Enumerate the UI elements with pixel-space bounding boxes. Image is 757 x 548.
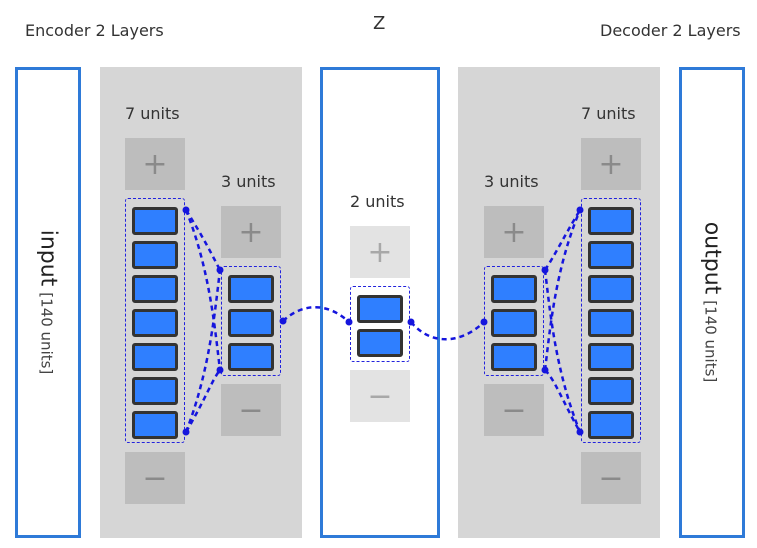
connection-dot: [576, 206, 584, 214]
unit: [357, 295, 403, 323]
unit: [228, 275, 274, 303]
latent-units-label: 2 units: [350, 192, 405, 211]
encoder-layer2-units: [221, 266, 281, 376]
connection-line: [184, 209, 222, 371]
connection-dot: [541, 366, 549, 374]
connection-dot: [216, 366, 224, 374]
unit: [132, 309, 178, 337]
decoder-layer2-units-label: 7 units: [581, 104, 636, 123]
decoder-layer2-add-button[interactable]: +: [581, 138, 641, 190]
latent-add-button[interactable]: +: [350, 226, 410, 278]
unit: [588, 207, 634, 235]
unit: [132, 377, 178, 405]
unit: [132, 343, 178, 371]
connection-line: [184, 209, 222, 271]
input-box: [15, 67, 81, 538]
connection-dot: [480, 318, 488, 326]
connection-dot: [279, 317, 287, 325]
encoder-layer1-units-label: 7 units: [125, 104, 180, 123]
encoder-layer1-remove-button[interactable]: −: [125, 452, 185, 504]
decoder-layer2-remove-button[interactable]: −: [581, 452, 641, 504]
connection-dot: [182, 206, 190, 214]
decoder-layer1-remove-button[interactable]: −: [484, 384, 544, 436]
unit: [228, 343, 274, 371]
decoder-layer1-add-button[interactable]: +: [484, 206, 544, 258]
connection-line: [543, 269, 582, 433]
unit: [357, 329, 403, 357]
connection-line: [410, 321, 485, 341]
unit: [588, 411, 634, 439]
unit: [588, 309, 634, 337]
connection-line: [543, 209, 582, 371]
unit: [491, 275, 537, 303]
unit: [132, 275, 178, 303]
unit: [132, 411, 178, 439]
unit: [491, 343, 537, 371]
connection-line: [184, 369, 221, 433]
connection-dot: [345, 318, 353, 326]
decoder-title: Decoder 2 Layers: [600, 21, 741, 40]
connection-dot: [216, 266, 224, 274]
unit: [588, 241, 634, 269]
encoder-title: Encoder 2 Layers: [25, 21, 164, 40]
decoder-layer1-units-label: 3 units: [484, 172, 539, 191]
unit: [228, 309, 274, 337]
unit: [491, 309, 537, 337]
connection-dot: [407, 318, 415, 326]
decoder-layer2-units: [581, 198, 641, 443]
unit: [132, 241, 178, 269]
connection-line: [184, 269, 222, 433]
unit: [588, 275, 634, 303]
connection-line: [543, 209, 582, 271]
output-box: [679, 67, 745, 538]
encoder-layer2-remove-button[interactable]: −: [221, 384, 281, 436]
encoder-layer2-add-button[interactable]: +: [221, 206, 281, 258]
connection-dot: [182, 428, 190, 436]
connection-dot: [576, 428, 584, 436]
unit: [132, 207, 178, 235]
encoder-layer1-units: [125, 198, 185, 443]
decoder-layer1-units: [484, 266, 544, 376]
unit: [588, 343, 634, 371]
latent-remove-button[interactable]: −: [350, 370, 410, 422]
connection-dot: [541, 266, 549, 274]
encoder-layer1-add-button[interactable]: +: [125, 138, 185, 190]
connection-line: [282, 306, 350, 323]
unit: [588, 377, 634, 405]
encoder-layer2-units-label: 3 units: [221, 172, 276, 191]
connection-line: [544, 369, 582, 433]
latent-title: Z: [373, 13, 386, 34]
